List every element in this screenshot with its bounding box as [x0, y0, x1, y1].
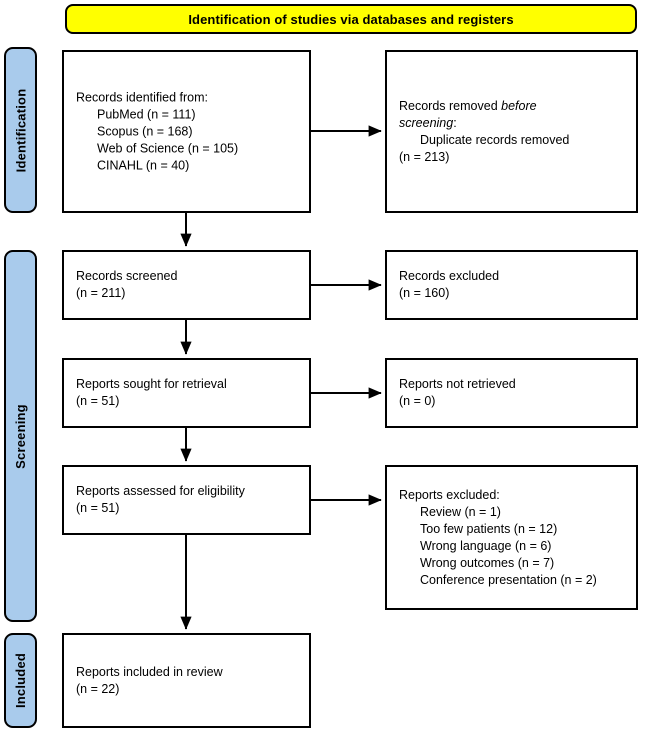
- records-excluded-title: Records excluded: [399, 269, 500, 283]
- records-removed-colon: :: [453, 115, 457, 130]
- phase-label-identification: Identification: [4, 47, 37, 213]
- box-records-identified-content: Records identified from: PubMed (n = 111…: [76, 89, 301, 174]
- reports-not-retrieved-count: (n = 0): [399, 394, 436, 408]
- records-removed-italic-before: before: [501, 98, 537, 113]
- reports-excluded-reason-wrong-language: Wrong language (n = 6): [420, 538, 552, 553]
- records-removed-line-1: Records removed before: [399, 98, 628, 115]
- box-records-excluded-content: Records excluded (n = 160): [399, 268, 628, 302]
- box-records-excluded: Records excluded (n = 160): [385, 250, 638, 320]
- phase-label-identification-text: Identification: [13, 88, 29, 172]
- reports-excluded-title: Reports excluded:: [399, 487, 500, 502]
- records-removed-italic-screening: screening: [399, 115, 454, 130]
- records-identified-source-pubmed: PubMed (n = 111): [97, 107, 196, 121]
- reports-sought-count: (n = 51): [76, 394, 120, 408]
- box-reports-excluded-content: Reports excluded: Review (n = 1) Too few…: [399, 487, 628, 589]
- phase-label-screening-text: Screening: [13, 403, 28, 469]
- reports-excluded-reason-review: Review (n = 1): [420, 504, 501, 519]
- box-reports-not-retrieved: Reports not retrieved (n = 0): [385, 358, 638, 428]
- reports-included-title: Reports included in review: [76, 664, 223, 679]
- reports-assessed-count: (n = 51): [76, 501, 120, 515]
- phase-label-screening: Screening: [4, 250, 37, 622]
- box-reports-excluded: Reports excluded: Review (n = 1) Too few…: [385, 465, 638, 610]
- records-identified-title: Records identified from:: [76, 90, 209, 104]
- box-records-screened: Records screened (n = 211): [62, 250, 311, 320]
- box-reports-included-content: Reports included in review (n = 22): [76, 664, 301, 698]
- box-records-screened-content: Records screened (n = 211): [76, 268, 301, 302]
- reports-included-count: (n = 22): [76, 681, 120, 696]
- phase-label-included-text: Included: [13, 652, 28, 709]
- box-reports-not-retrieved-content: Reports not retrieved (n = 0): [399, 376, 628, 410]
- records-identified-source-scopus: Scopus (n = 168): [97, 124, 193, 138]
- identification-banner: Identification of studies via databases …: [65, 4, 637, 34]
- reports-assessed-title: Reports assessed for eligibility: [76, 484, 245, 498]
- records-removed-duplicates: Duplicate records removed: [420, 132, 570, 147]
- records-excluded-count: (n = 160): [399, 286, 450, 300]
- box-reports-assessed: Reports assessed for eligibility (n = 51…: [62, 465, 311, 535]
- reports-excluded-reason-wrong-outcomes: Wrong outcomes (n = 7): [420, 555, 555, 570]
- records-identified-source-web-of-science: Web of Science (n = 105): [97, 141, 239, 155]
- box-records-identified: Records identified from: PubMed (n = 111…: [62, 50, 311, 213]
- box-records-removed: Records removed before screening: Duplic…: [385, 50, 638, 213]
- phase-label-included: Included: [4, 633, 37, 728]
- box-reports-assessed-content: Reports assessed for eligibility (n = 51…: [76, 483, 301, 517]
- box-records-removed-content: Records removed before screening: Duplic…: [399, 98, 628, 166]
- box-reports-included: Reports included in review (n = 22): [62, 633, 311, 728]
- banner-title: Identification of studies via databases …: [188, 11, 514, 27]
- records-removed-count: (n = 213): [399, 149, 450, 164]
- reports-sought-title: Reports sought for retrieval: [76, 377, 227, 391]
- reports-excluded-reason-conference-presentation: Conference presentation (n = 2): [420, 572, 597, 587]
- box-reports-sought: Reports sought for retrieval (n = 51): [62, 358, 311, 428]
- records-screened-title: Records screened: [76, 269, 178, 283]
- records-identified-source-cinahl: CINAHL (n = 40): [97, 158, 190, 172]
- reports-excluded-reason-too-few-patients: Too few patients (n = 12): [420, 521, 558, 536]
- records-screened-count: (n = 211): [76, 286, 126, 300]
- records-removed-prefix: Records removed: [399, 98, 502, 113]
- records-removed-line-2: screening:: [399, 115, 628, 132]
- reports-not-retrieved-title: Reports not retrieved: [399, 377, 516, 391]
- box-reports-sought-content: Reports sought for retrieval (n = 51): [76, 376, 301, 410]
